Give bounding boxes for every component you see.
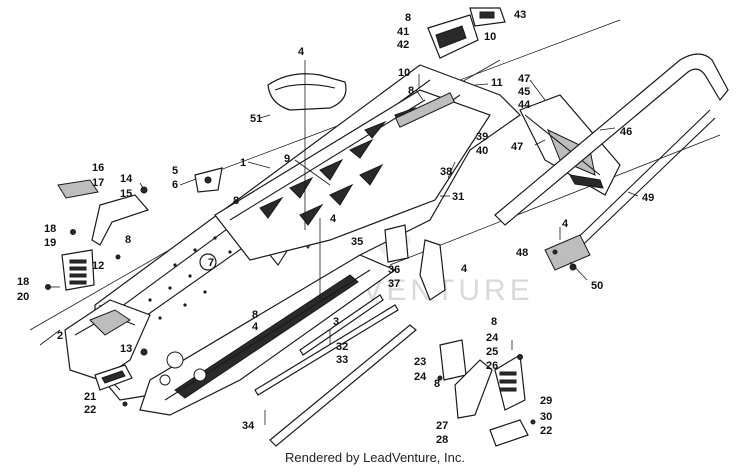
running-board <box>139 254 397 416</box>
callout-46: 46 <box>620 126 632 138</box>
callout-38: 38 <box>440 166 452 178</box>
callout-41: 41 <box>397 26 409 38</box>
callout-11: 11 <box>491 77 503 89</box>
mud-flap <box>61 249 95 291</box>
hardware <box>45 186 577 425</box>
front-bracket <box>427 7 506 59</box>
bracket-16-17 <box>57 179 150 246</box>
callout-3: 3 <box>333 316 339 328</box>
callout-9: 9 <box>284 153 290 165</box>
footrest <box>94 364 133 391</box>
callout-5: 5 <box>172 165 178 177</box>
side-panel-group <box>439 339 529 447</box>
callout-24a: 24 <box>486 332 499 344</box>
bracket-5-6 <box>194 167 223 193</box>
callout-34: 34 <box>242 420 255 432</box>
callout-18b: 18 <box>17 276 29 288</box>
callout-24b: 24 <box>414 371 427 383</box>
callout-20: 20 <box>17 291 29 303</box>
callout-36: 36 <box>388 264 400 276</box>
callout-22b: 22 <box>540 425 552 437</box>
callout-1: 1 <box>240 157 246 169</box>
callout-8d: 8 <box>405 12 411 24</box>
callout-8e: 8 <box>408 85 414 97</box>
callout-4c: 4 <box>252 321 259 333</box>
callout-48: 48 <box>516 247 528 259</box>
callout-2: 2 <box>57 330 63 342</box>
callout-4: 4 <box>298 46 305 58</box>
callout-6: 6 <box>172 179 178 191</box>
callout-16: 16 <box>92 162 104 174</box>
callout-labels: 16 17 14 15 18 19 12 18 20 2 13 21 22 5 … <box>17 9 654 446</box>
footer-credit: Rendered by LeadVenture, Inc. <box>285 450 465 465</box>
board-holes <box>159 351 207 386</box>
tunnel-top-plate <box>214 89 491 261</box>
seat-pad <box>267 73 347 111</box>
callout-43: 43 <box>514 9 526 21</box>
rear-side-panel <box>64 299 151 381</box>
callout-8f: 8 <box>491 316 497 328</box>
callout-10b: 10 <box>398 67 410 79</box>
callout-8b: 8 <box>125 234 131 246</box>
bracket-7 <box>199 253 217 271</box>
callout-18: 18 <box>44 223 56 235</box>
callout-47a: 47 <box>518 73 530 85</box>
callout-13: 13 <box>120 343 132 355</box>
callout-50: 50 <box>591 280 603 292</box>
callout-8g: 8 <box>434 378 440 390</box>
callout-51: 51 <box>250 113 262 125</box>
callout-8c: 8 <box>252 309 258 321</box>
plate-35-36 <box>384 224 446 301</box>
callout-21: 21 <box>84 391 96 403</box>
callout-47b: 47 <box>511 141 523 153</box>
tunnel-decal <box>395 92 455 128</box>
callout-42: 42 <box>397 39 409 51</box>
callout-28: 28 <box>436 434 448 446</box>
callout-22: 22 <box>84 404 96 416</box>
rear-bumper-hoop <box>494 53 729 271</box>
callout-44: 44 <box>518 99 531 111</box>
callout-19: 19 <box>44 237 56 249</box>
callout-10a: 10 <box>484 31 496 43</box>
callout-39: 39 <box>476 131 488 143</box>
callout-27: 27 <box>436 420 448 432</box>
callout-33: 33 <box>336 354 348 366</box>
callout-14: 14 <box>120 173 133 185</box>
callout-29: 29 <box>540 395 552 407</box>
callout-23: 23 <box>414 356 426 368</box>
rear-rail <box>254 294 417 447</box>
callout-49: 49 <box>642 192 654 204</box>
flap-slots <box>69 259 87 285</box>
leader-lines <box>47 60 639 425</box>
callout-17: 17 <box>92 177 104 189</box>
callout-35: 35 <box>351 236 363 248</box>
callout-4b: 4 <box>330 213 337 225</box>
callout-7: 7 <box>208 257 214 269</box>
callout-32: 32 <box>336 341 348 353</box>
callout-40: 40 <box>476 145 488 157</box>
callout-8a: 8 <box>233 195 239 207</box>
callout-37: 37 <box>388 278 400 290</box>
callout-45: 45 <box>518 86 530 98</box>
callout-25: 25 <box>486 346 498 358</box>
side-vents <box>499 371 517 392</box>
callout-4e: 4 <box>562 218 569 230</box>
callout-4d: 4 <box>461 263 468 275</box>
callout-15: 15 <box>120 188 132 200</box>
callout-30: 30 <box>540 411 552 423</box>
callout-26: 26 <box>486 360 498 372</box>
callout-31: 31 <box>452 191 464 203</box>
callout-12: 12 <box>92 260 104 272</box>
